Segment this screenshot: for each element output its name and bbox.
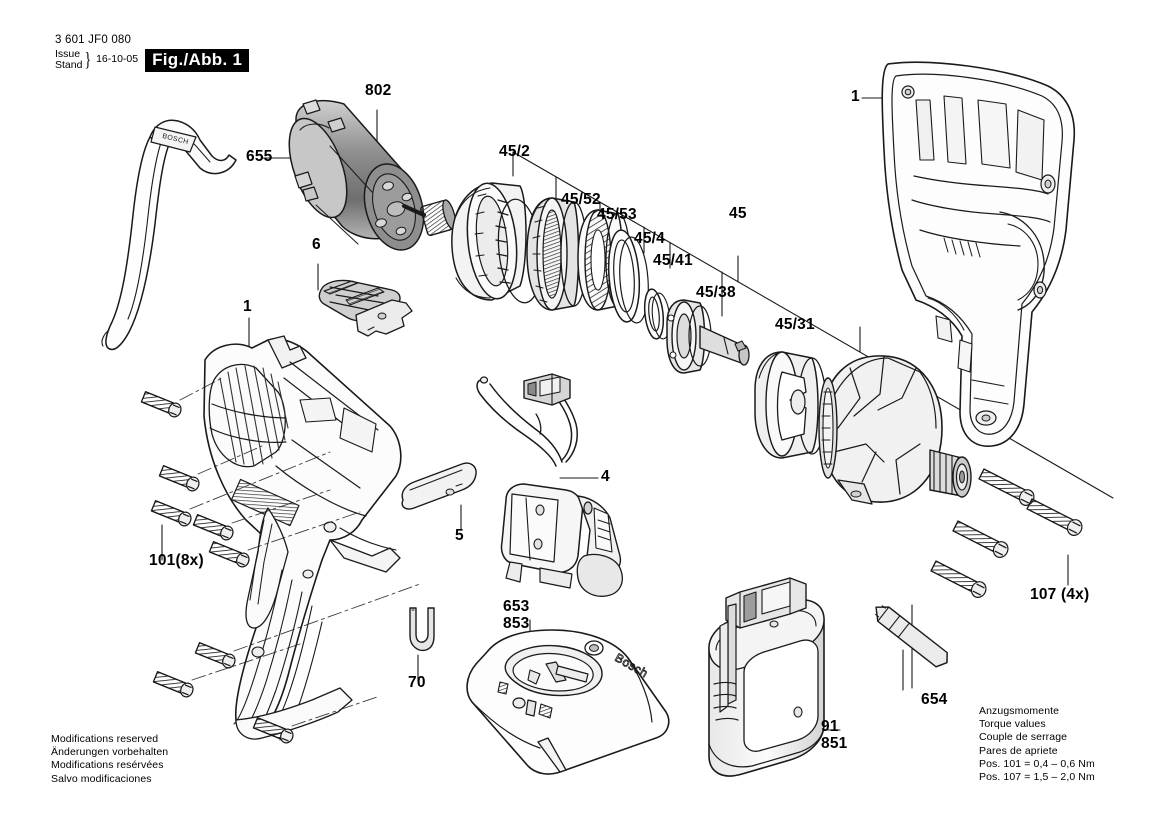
callout-654: 654 xyxy=(921,691,948,708)
callout-45-41: 45/41 xyxy=(653,252,693,269)
callout-45: 45 xyxy=(729,205,747,222)
callout-101: 101(8x) xyxy=(149,552,204,569)
part-45-2-gear-housing xyxy=(451,182,543,304)
part-number: 3 601 JF0 080 xyxy=(55,34,132,46)
stand-label: Stand xyxy=(55,59,83,72)
part-45-31-clutch xyxy=(754,351,827,459)
part-label-plate-5 xyxy=(401,462,477,510)
part-45-4-washer xyxy=(607,229,649,324)
header-block: 3 601 JF0 080 Issue Stand } 16-10-05 Fig… xyxy=(55,34,250,72)
note-line-2: Änderungen vorbehalten xyxy=(51,746,169,759)
callout-5: 5 xyxy=(455,527,464,544)
part-clip-70 xyxy=(409,607,435,652)
part-45-52-ring-gear xyxy=(526,197,588,311)
note-line-4: Salvo modificaciones xyxy=(51,772,152,785)
callout-653: 653 xyxy=(503,598,530,615)
part-45-gearbox-housing xyxy=(818,355,972,505)
torque-line-3: Couple de serrage xyxy=(979,731,1068,744)
callout-851: 851 xyxy=(821,735,848,753)
callout-45-52: 45/52 xyxy=(561,191,601,208)
part-housing-half-left-1 xyxy=(203,335,402,741)
callout-45-31: 45/31 xyxy=(775,316,815,333)
callout-655: 655 xyxy=(246,148,273,165)
callout-45-4: 45/4 xyxy=(634,230,665,247)
part-bit-654 xyxy=(874,605,948,668)
torque-pos-101: Pos. 101 = 0,4 – 0,6 Nm xyxy=(979,757,1095,770)
callout-802: 802 xyxy=(365,82,392,99)
part-45-41-ring xyxy=(643,288,671,340)
note-line-3: Modifications resérvées xyxy=(51,759,164,772)
part-housing-half-right-1 xyxy=(881,61,1076,447)
part-charger-653-853: Bosch xyxy=(466,629,670,775)
part-motor-802 xyxy=(288,99,457,251)
callout-6: 6 xyxy=(312,236,321,253)
callout-45-2: 45/2 xyxy=(499,143,530,160)
torque-line-4: Pares de apriete xyxy=(979,744,1058,757)
modifications-note: Modifications reserved Änderungen vorbeh… xyxy=(51,733,168,786)
torque-line-2: Torque values xyxy=(979,718,1046,731)
callout-653-853: 653 853 xyxy=(503,598,529,633)
part-battery-91-851 xyxy=(708,577,825,777)
callout-91-851: 91 851 xyxy=(821,718,847,753)
callout-1-left: 1 xyxy=(243,298,252,315)
issue-label: Issue xyxy=(55,48,81,61)
callout-107: 107 (4x) xyxy=(1030,586,1090,603)
callout-853: 853 xyxy=(503,615,530,633)
part-switch-harness-4 xyxy=(476,373,623,597)
torque-note: Anzugsmomente Torque values Couple de se… xyxy=(979,705,1095,784)
torque-pos-107: Pos. 107 = 1,5 – 2,0 Nm xyxy=(979,771,1095,784)
figure-badge: Fig./Abb. 1 xyxy=(145,48,250,72)
part-strap-655: BOSCH xyxy=(101,119,237,351)
callout-45-38: 45/38 xyxy=(696,284,736,301)
callout-70: 70 xyxy=(408,674,426,691)
callout-4: 4 xyxy=(601,468,610,485)
brace-glyph: } xyxy=(84,49,92,72)
issue-stand-labels: Issue Stand xyxy=(55,49,82,71)
callout-1-right: 1 xyxy=(851,88,860,105)
part-45-38-carrier-spindle xyxy=(666,299,750,374)
issue-date: 16-10-05 xyxy=(96,53,139,66)
screws-101 xyxy=(140,377,421,744)
callout-91: 91 xyxy=(821,718,839,735)
note-line-1: Modifications reserved xyxy=(51,733,159,745)
torque-line-1: Anzugsmomente xyxy=(979,705,1060,717)
callout-45-53: 45/53 xyxy=(597,206,637,223)
part-contact-6 xyxy=(318,279,413,337)
screws-107 xyxy=(930,468,1083,598)
